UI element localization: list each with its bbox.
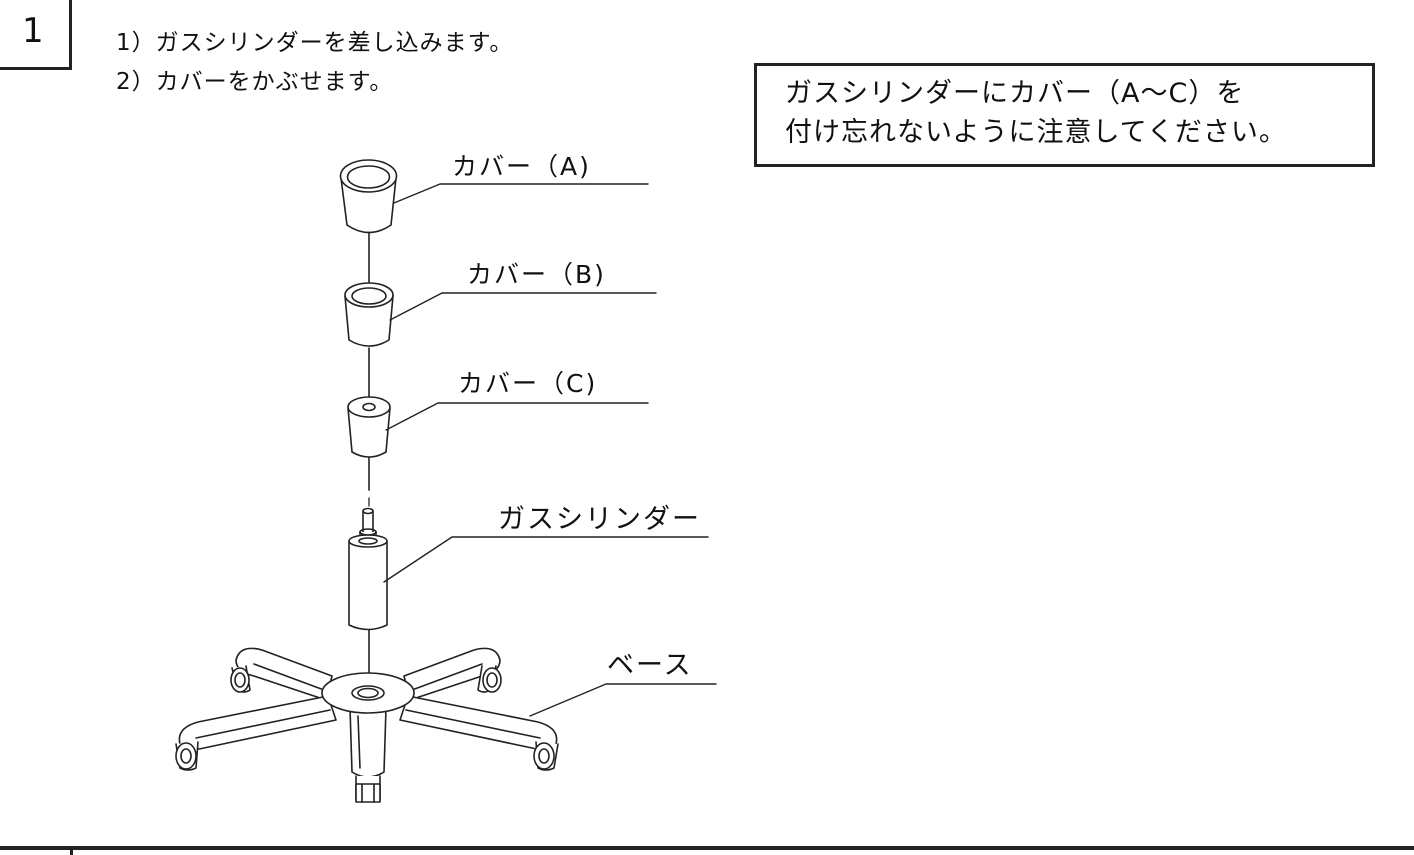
- instruction-line-2: 2）カバーをかぶせます。: [116, 69, 394, 95]
- step-number-box: 1: [0, 0, 72, 70]
- label-gas-cylinder: ガスシリンダー: [498, 504, 701, 535]
- caster-back-left: [230, 665, 251, 693]
- caution-note-box: ガスシリンダーにカバー（A～C）を 付け忘れないように注意してください。: [754, 63, 1375, 167]
- label-cover-a: カバー（A): [452, 152, 591, 181]
- leader-cover-a: [393, 183, 649, 204]
- cover-b-drawing: [344, 282, 394, 347]
- label-base: ベース: [607, 650, 693, 681]
- chair-base-drawing: [178, 647, 558, 778]
- label-cover-b: カバー（B): [467, 260, 606, 289]
- caster-front-left: [175, 741, 199, 771]
- gas-cylinder-drawing: [348, 507, 388, 631]
- cover-c-drawing: [347, 396, 391, 458]
- instruction-line-1: 1）ガスシリンダーを差し込みます。: [116, 30, 514, 56]
- leader-cover-c: [385, 402, 649, 431]
- leader-gas-cylinder: [383, 536, 709, 583]
- caution-note-line-1: ガスシリンダーにカバー（A～C）を: [785, 78, 1245, 109]
- cover-a-drawing: [339, 159, 398, 234]
- caster-front: [355, 775, 381, 803]
- leader-base: [529, 683, 717, 717]
- caution-note-line-2: 付け忘れないように注意してください。: [785, 117, 1287, 148]
- caster-wheels: [175, 665, 559, 803]
- caster-front-right: [533, 741, 559, 771]
- caster-back-right: [477, 665, 502, 693]
- leader-cover-b: [389, 292, 657, 321]
- part-leader-lines: [383, 183, 717, 717]
- label-cover-c: カバー（C): [458, 369, 598, 398]
- bottom-divider-tick: [70, 846, 73, 855]
- bottom-divider: [0, 846, 1414, 850]
- step-number: 1: [22, 11, 44, 51]
